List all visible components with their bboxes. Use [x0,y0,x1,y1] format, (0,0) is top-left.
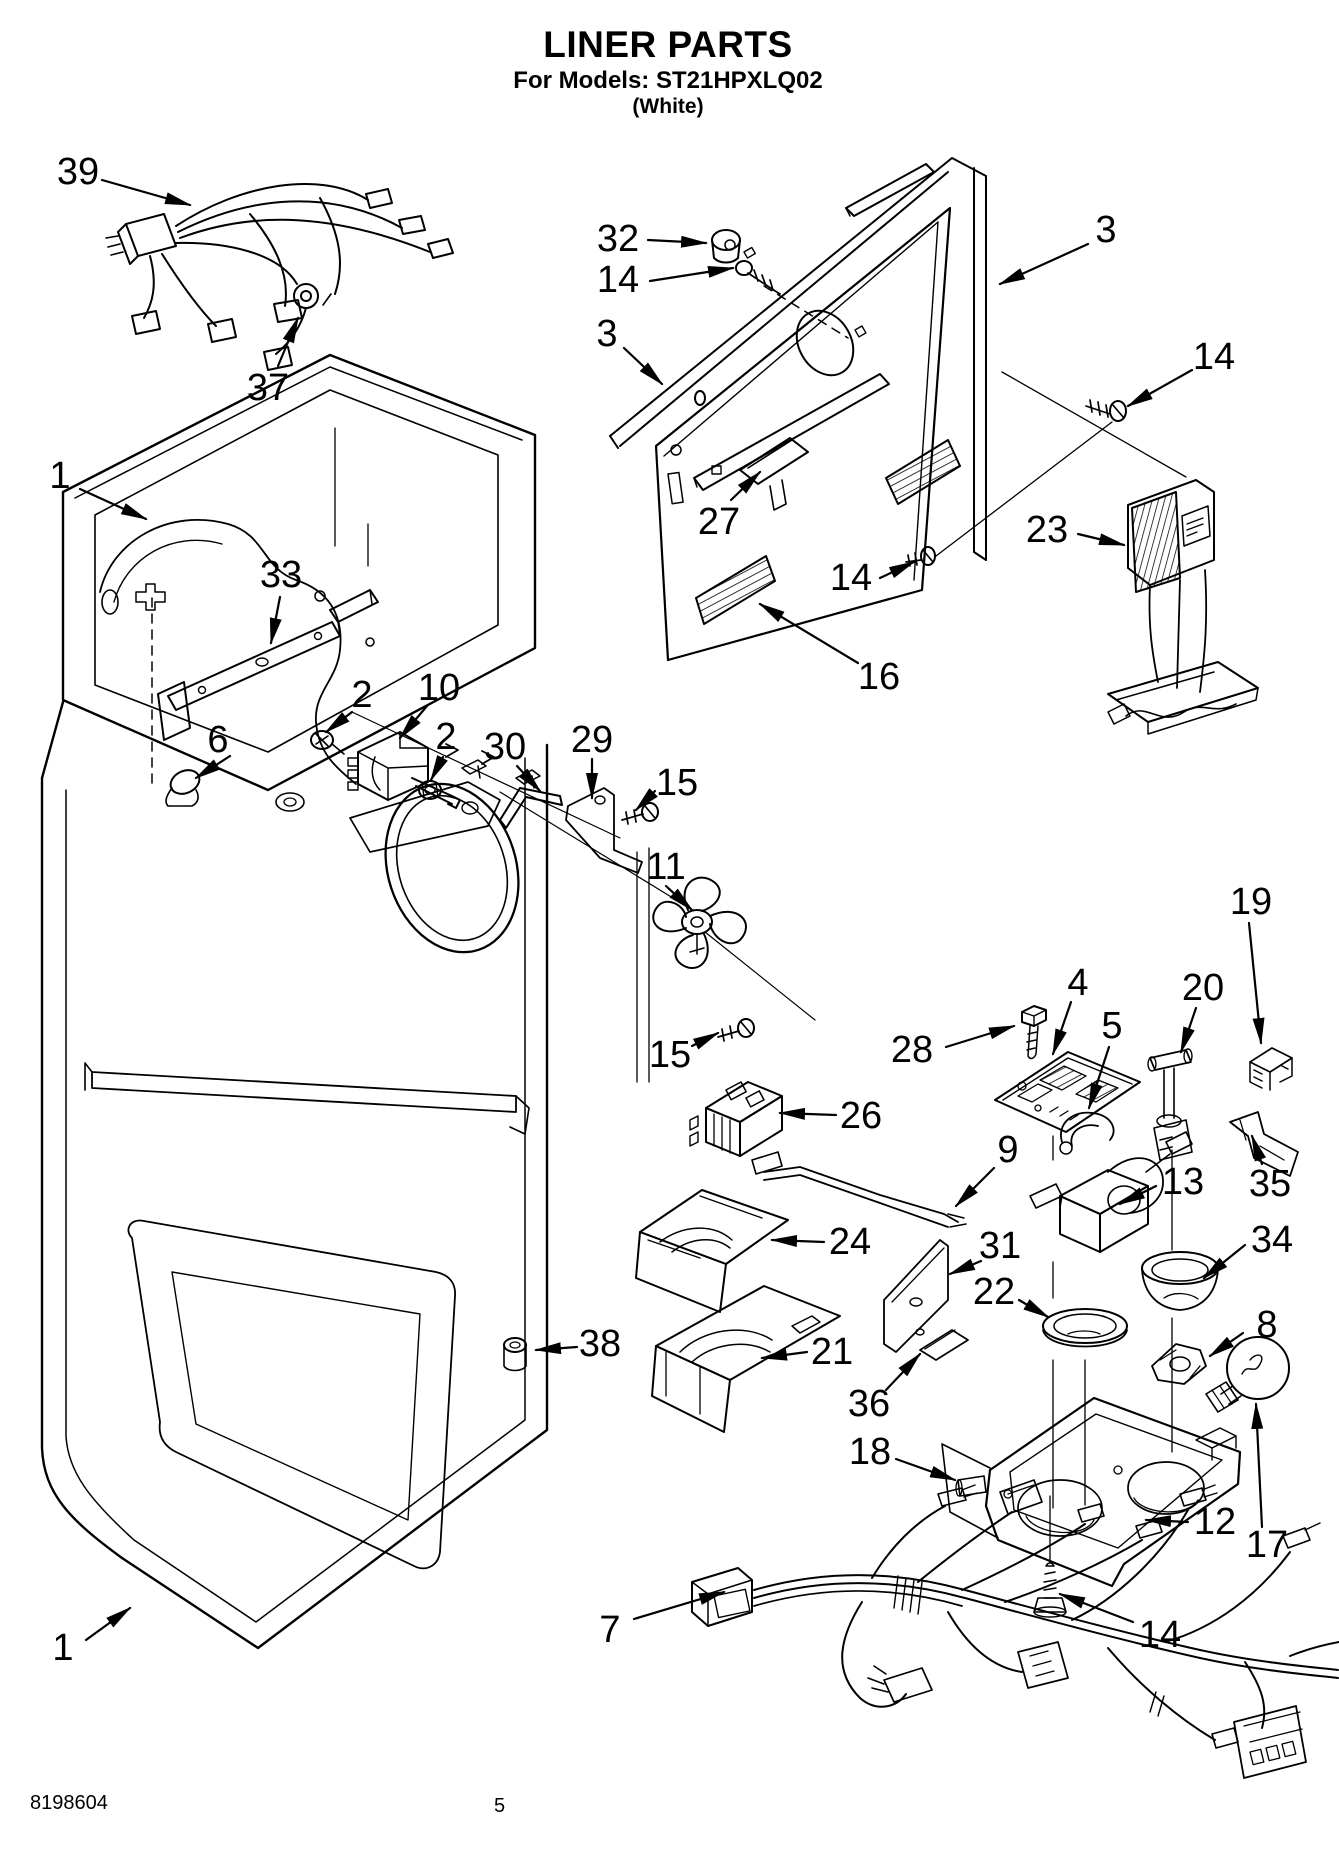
top-wire-harness [105,183,454,371]
callout-leaders [78,178,1267,1642]
callout-10: 10 [417,667,461,709]
callout-29: 29 [570,719,614,761]
callout-7: 7 [599,1609,621,1651]
callout-27: 27 [697,501,741,543]
page-title: LINER PARTS [543,24,793,65]
callout-30: 30 [483,726,527,768]
page-number: 5 [494,1795,506,1817]
callout-15-b: 15 [648,1034,692,1076]
callout-1-top: 1 [49,455,71,497]
callout-14-c: 14 [829,557,873,599]
callout-19: 19 [1229,881,1273,923]
callout-22: 22 [972,1271,1016,1313]
callout-13: 13 [1161,1161,1205,1203]
callout-9: 9 [997,1129,1019,1171]
callout-3-right: 3 [1095,209,1117,251]
callout-5: 5 [1101,1005,1123,1047]
callout-39: 39 [56,151,100,193]
callout-38: 38 [578,1323,622,1365]
callout-2-b: 2 [435,716,457,758]
freezer-liner [61,353,537,812]
callout-35: 35 [1248,1163,1292,1205]
air-tower [1107,479,1259,735]
callout-8: 8 [1256,1304,1278,1346]
callout-15-a: 15 [655,762,699,804]
callout-33: 33 [259,554,303,596]
callout-16: 16 [857,656,901,698]
callout-37: 37 [246,367,290,409]
callout-21: 21 [810,1331,854,1373]
callout-20: 20 [1181,967,1225,1009]
callout-14-d: 14 [1138,1614,1182,1656]
callout-1-bottom: 1 [52,1627,74,1669]
callout-12: 12 [1193,1501,1237,1543]
refrigerator-liner [40,700,549,1650]
callout-14-b: 14 [1192,336,1236,378]
callout-4: 4 [1067,962,1089,1004]
models-line: For Models: ST21HPXLQ02 [513,66,823,94]
callout-18: 18 [848,1431,892,1473]
mid-components [635,1081,987,1497]
callout-6: 6 [207,719,229,761]
callout-3-left: 3 [596,313,618,355]
callout-11: 11 [646,846,686,888]
finish-line: (White) [632,95,704,119]
callout-32: 32 [596,218,640,260]
callout-14-a: 14 [596,259,640,301]
callout-2-a: 2 [351,674,373,716]
callout-31: 31 [978,1225,1022,1267]
bottom-wire-harness [691,1479,1339,1779]
callout-34: 34 [1250,1219,1294,1261]
callout-28: 28 [890,1029,934,1071]
callout-17: 17 [1245,1524,1289,1566]
callout-24: 24 [828,1221,872,1263]
document-number: 8198604 [30,1792,108,1814]
freezer-components [157,589,816,1083]
callout-26: 26 [839,1095,883,1137]
back-panel-assembly [609,157,1187,662]
callout-36: 36 [847,1383,891,1425]
diagram-header: LINER PARTS For Models: ST21HPXLQ02 (Whi… [343,24,993,119]
callout-23: 23 [1025,509,1069,551]
